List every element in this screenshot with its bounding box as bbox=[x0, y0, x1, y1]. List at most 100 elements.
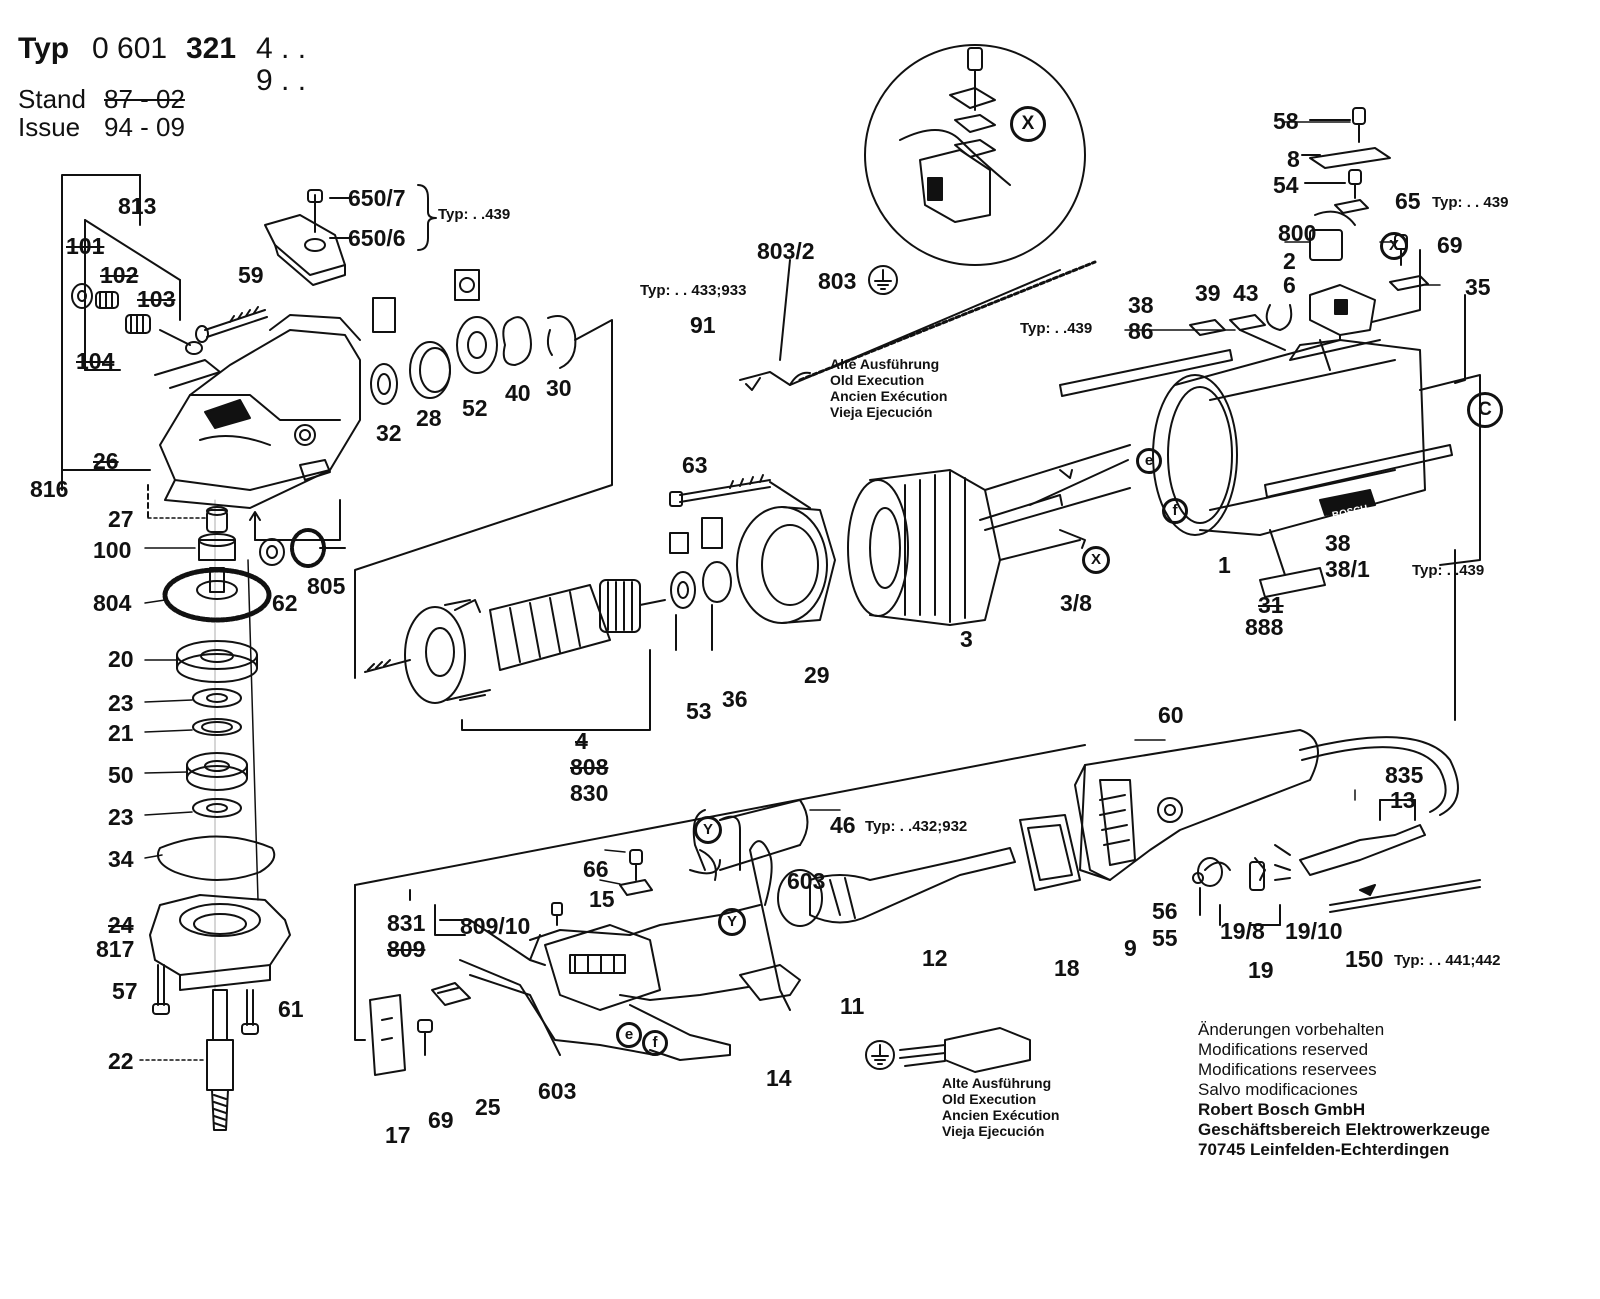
part-13: 13 bbox=[1390, 787, 1416, 813]
part-603-bottom: 603 bbox=[538, 1078, 577, 1104]
part-808: 808 bbox=[570, 754, 609, 780]
part-59: 59 bbox=[238, 262, 264, 288]
part-52: 52 bbox=[462, 395, 488, 421]
part-34: 34 bbox=[108, 846, 134, 872]
typ-variant-4: 4 . . bbox=[256, 32, 307, 65]
pinion-assembly bbox=[249, 499, 346, 568]
part-809: 809 bbox=[387, 936, 426, 962]
issue-label: Issue bbox=[18, 112, 81, 142]
part-23-lower: 23 bbox=[108, 804, 134, 830]
part-150: 150 bbox=[1345, 946, 1384, 972]
motor-housing bbox=[1059, 249, 1481, 598]
part-803: 803 bbox=[818, 268, 857, 294]
part-39: 39 bbox=[1195, 280, 1221, 306]
note-en: Modifications reserved bbox=[1198, 1040, 1369, 1059]
part-11: 11 bbox=[840, 993, 865, 1019]
note-fr: Modifications reservees bbox=[1198, 1060, 1377, 1079]
part-27: 27 bbox=[108, 506, 134, 532]
part-19-10: 19/10 bbox=[1285, 918, 1343, 944]
part-103: 103 bbox=[137, 286, 176, 312]
part-91: 91 bbox=[690, 312, 716, 338]
screw-63 bbox=[669, 474, 811, 509]
part-17: 17 bbox=[385, 1122, 411, 1148]
marker-f-bottom: f bbox=[642, 1030, 668, 1056]
old-exec-de: Alte Ausführung bbox=[830, 356, 940, 372]
part-54: 54 bbox=[1273, 172, 1299, 198]
part-38-top: 38 bbox=[1128, 292, 1154, 318]
marker-y-bottom: Y bbox=[718, 908, 746, 936]
old-exec-fr-2: Ancien Exécution bbox=[942, 1107, 1060, 1123]
ground-wire-803 bbox=[739, 259, 1097, 391]
part-3: 3 bbox=[960, 626, 973, 652]
typ-label: Typ bbox=[18, 32, 70, 65]
part-817: 817 bbox=[96, 936, 135, 962]
part-104: 104 bbox=[76, 348, 115, 374]
marker-x-detail: X bbox=[1010, 106, 1046, 142]
part-15: 15 bbox=[589, 886, 615, 912]
part-12: 12 bbox=[922, 945, 948, 971]
company-division: Geschäftsbereich Elektrowerkzeuge bbox=[1198, 1120, 1490, 1139]
part-31: 31 bbox=[1258, 592, 1284, 618]
part-3-8: 3/8 bbox=[1060, 590, 1092, 616]
part-22: 22 bbox=[108, 1048, 134, 1074]
part-21: 21 bbox=[108, 720, 134, 746]
marker-e-bottom: e bbox=[616, 1022, 642, 1048]
part-61: 61 bbox=[278, 996, 304, 1022]
part-69-bottom: 69 bbox=[428, 1107, 454, 1133]
old-exec-de-2: Alte Ausführung bbox=[942, 1075, 1052, 1091]
marker-c: C bbox=[1467, 392, 1503, 428]
marker-e-top: e bbox=[1136, 448, 1162, 474]
part-53: 53 bbox=[686, 698, 712, 724]
part-66: 66 bbox=[583, 856, 609, 882]
part-46: 46 bbox=[830, 812, 856, 838]
part-9: 9 bbox=[1124, 935, 1137, 961]
company-address: 70745 Leinfelden-Echterdingen bbox=[1198, 1140, 1450, 1159]
part-813: 813 bbox=[118, 193, 157, 219]
part-1: 1 bbox=[1218, 552, 1231, 578]
note-de: Änderungen vorbehalten bbox=[1198, 1020, 1385, 1039]
brush-holder-assembly bbox=[1265, 107, 1429, 336]
part-30: 30 bbox=[546, 375, 572, 401]
screw-59 bbox=[195, 306, 268, 343]
detail-circle-x bbox=[864, 44, 1086, 266]
part-804: 804 bbox=[93, 590, 132, 616]
part-830: 830 bbox=[570, 780, 609, 806]
stand-value: 87 - 02 bbox=[104, 84, 185, 114]
part-69-top: 69 bbox=[1437, 232, 1463, 258]
marker-x-brush: X bbox=[1380, 232, 1408, 260]
part-40: 40 bbox=[505, 380, 531, 406]
part-62: 62 bbox=[272, 590, 298, 616]
ground-symbols bbox=[865, 265, 898, 1070]
part-25: 25 bbox=[475, 1094, 501, 1120]
part-58: 58 bbox=[1273, 108, 1299, 134]
old-exec-es: Vieja Ejecución bbox=[830, 404, 933, 420]
part-57: 57 bbox=[112, 978, 138, 1004]
part-29: 29 bbox=[804, 662, 830, 688]
part-650-6: 650/6 bbox=[348, 225, 406, 251]
typ-note-439-b: Typ: . . 439 bbox=[1432, 194, 1509, 211]
old-execution-note-bottom: Alte Ausführung Old Execution Ancien Exé… bbox=[942, 1075, 1059, 1139]
part-8: 8 bbox=[1287, 146, 1300, 172]
part-50: 50 bbox=[108, 762, 134, 788]
part-816: 816 bbox=[30, 476, 69, 502]
part-43: 43 bbox=[1233, 280, 1259, 306]
part-102: 102 bbox=[100, 262, 139, 288]
part-6: 6 bbox=[1283, 272, 1296, 298]
part-2: 2 bbox=[1283, 248, 1296, 274]
old-exec-es-2: Vieja Ejecución bbox=[942, 1123, 1045, 1139]
part-800: 800 bbox=[1278, 220, 1317, 246]
part-19-8: 19/8 bbox=[1220, 918, 1265, 944]
old-exec-en-2: Old Execution bbox=[942, 1091, 1037, 1107]
rear-handle bbox=[1074, 729, 1481, 913]
part-63: 63 bbox=[682, 452, 708, 478]
spindle-assembly bbox=[147, 484, 291, 1131]
company-name: Robert Bosch GmbH bbox=[1198, 1100, 1366, 1119]
part-803-2: 803/2 bbox=[757, 238, 815, 264]
part-26: 26 bbox=[93, 448, 119, 474]
part-14: 14 bbox=[766, 1065, 792, 1091]
marker-x-stator: X bbox=[1082, 546, 1110, 574]
marker-f-top: f bbox=[1162, 498, 1188, 524]
stator bbox=[847, 444, 1131, 626]
part-809-10: 809/10 bbox=[460, 913, 531, 939]
